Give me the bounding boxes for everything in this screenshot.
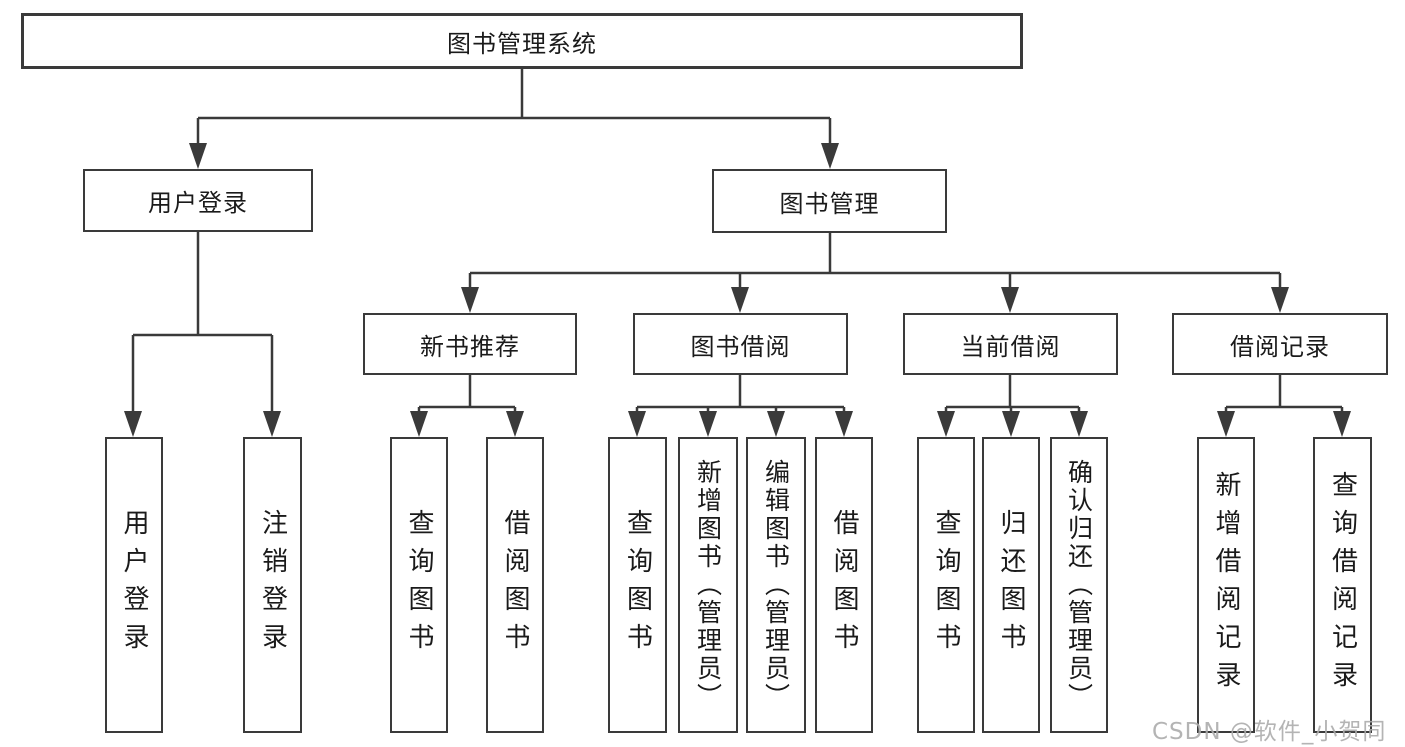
node-add-book-admin: 新增图书（管理员） — [678, 437, 738, 733]
node-borrowing-records: 借阅记录 — [1172, 313, 1388, 375]
node-query-books-borrow: 查询图书 — [608, 437, 667, 733]
node-user-login-branch: 用户登录 — [83, 169, 313, 232]
node-library-management-system: 图书管理系统 — [21, 13, 1023, 69]
arrowheads — [124, 143, 1351, 437]
node-confirm-return-admin: 确认归还（管理员） — [1050, 437, 1108, 733]
node-query-books-recommend: 查询图书 — [390, 437, 448, 733]
watermark: CSDN @软件_小贺同学 — [1152, 719, 1387, 745]
node-logout: 注销登录 — [243, 437, 302, 733]
node-query-books-current: 查询图书 — [917, 437, 975, 733]
node-new-book-recommendation: 新书推荐 — [363, 313, 577, 375]
node-book-borrowing: 图书借阅 — [633, 313, 848, 375]
node-borrow-books: 借阅图书 — [815, 437, 873, 733]
node-borrow-books-recommend: 借阅图书 — [486, 437, 544, 733]
node-return-books: 归还图书 — [982, 437, 1040, 733]
node-user-login: 用户登录 — [105, 437, 163, 733]
node-edit-book-admin: 编辑图书（管理员） — [746, 437, 806, 733]
node-book-management: 图书管理 — [712, 169, 947, 233]
node-current-borrowing: 当前借阅 — [903, 313, 1118, 375]
node-query-borrow-record: 查询借阅记录 — [1313, 437, 1372, 733]
node-add-borrow-record: 新增借阅记录 — [1197, 437, 1255, 733]
